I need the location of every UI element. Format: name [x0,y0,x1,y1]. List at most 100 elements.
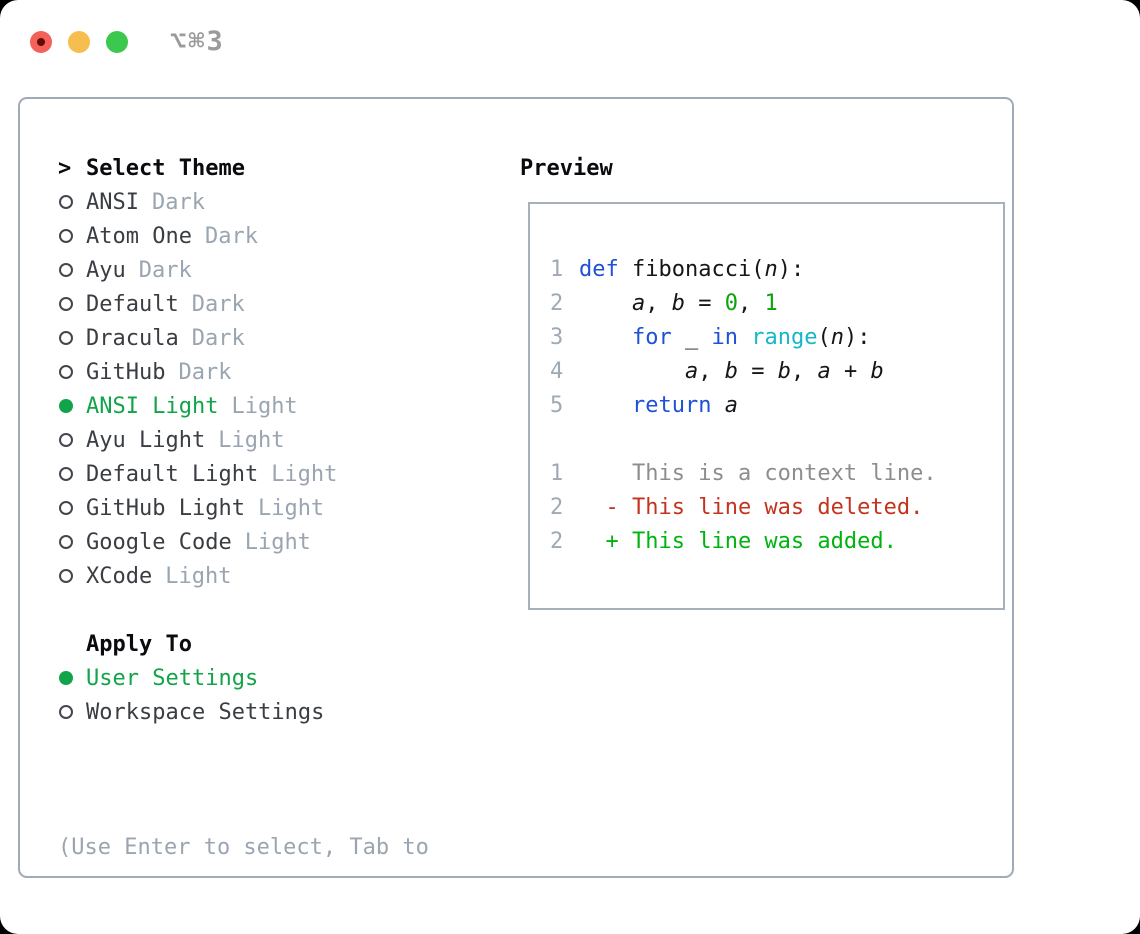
apply-to-option[interactable]: Workspace Settings [58,695,429,729]
radio-unselected-icon [58,525,74,559]
code-token-pl [579,291,632,316]
apply-to-option[interactable]: User Settings [58,661,429,695]
option-variant-label: Dark [191,325,245,351]
code-token-pl: = [684,290,725,316]
option-label: Dracula [86,325,179,351]
theme-option[interactable]: Google Code Light [58,525,429,559]
code-token-var: b [870,358,884,384]
theme-option[interactable]: Default Dark [58,287,429,321]
theme-option[interactable]: Default Light Light [58,457,429,491]
option-variant-label: Light [244,529,311,555]
code-token-kw: in [711,324,738,350]
line-number: 2 [550,290,564,316]
option-variant-label: Light [231,393,298,419]
option-label: Default Light [86,461,259,487]
select-theme-title: Select Theme [86,155,245,181]
option-label: GitHub Light [86,495,245,521]
radio-unselected-icon [58,423,74,457]
radio-selected-icon [58,661,74,695]
option-variant-label: Light [271,461,338,487]
line-number: 2 [550,528,564,554]
radio-unselected-icon [58,491,74,525]
code-token-var: n [830,324,844,350]
apply-to-title: Apply To [86,631,192,657]
option-label: Atom One [86,223,192,249]
code-token-var: b [724,358,738,384]
zoom-button[interactable] [106,30,128,53]
code-token-pl: = [737,358,778,384]
diff-text: + This line was added. [579,528,897,554]
theme-option[interactable]: GitHub Dark [58,355,429,389]
code-token-pl: ( [817,324,831,350]
code-token-pl: , [790,358,818,384]
radio-unselected-icon [58,355,74,389]
apply-to-header: Apply To [58,627,429,661]
radio-selected-icon [58,389,74,423]
option-label: ANSI [86,189,139,215]
preview-header: Preview [520,151,1005,185]
line-number: 4 [550,358,564,384]
theme-option[interactable]: Atom One Dark [58,219,429,253]
option-label: User Settings [86,665,259,691]
code-token-pl: ): [777,256,805,282]
radio-unselected-icon [58,219,74,253]
option-variant-label: Dark [138,257,192,283]
close-button[interactable] [30,30,52,53]
radio-unselected-icon [58,559,74,593]
blank-line [550,422,1003,456]
code-token-kw: return [631,392,712,418]
option-variant-label: Dark [191,291,245,317]
code-token-pl: ): [843,324,871,350]
code-token-var: a [684,358,699,384]
option-label: ANSI Light [86,393,219,419]
code-line: 5 return a [550,388,1003,422]
option-variant-label: Light [218,427,285,453]
option-variant-label: Dark [204,223,258,249]
radio-unselected-icon [58,185,74,219]
code-token-pl [579,359,685,384]
hint-line-1: (Use Enter to select, Tab to [58,835,429,860]
diff-sample: 1 This is a context line.2 - This line w… [550,456,1003,558]
code-token-var: b [671,290,685,316]
code-token-var: n [764,256,778,282]
line-number: 2 [550,494,564,520]
theme-option[interactable]: GitHub Light Light [58,491,429,525]
code-token-pl: , [698,358,725,384]
option-label: Google Code [86,529,232,555]
option-label: GitHub [86,359,166,385]
code-line: 2 a, b = 0, 1 [550,286,1003,320]
code-token-kw: def [579,256,619,282]
code-token-pl [579,393,632,418]
option-variant-label: Light [257,495,325,521]
diff-text: - This line was deleted. [579,494,924,520]
option-label: Default [86,291,179,317]
radio-unselected-icon [58,287,74,321]
option-variant-label: Dark [178,359,232,385]
minimize-button[interactable] [68,30,90,53]
theme-option[interactable]: Dracula Dark [58,321,429,355]
code-token-var: a [724,392,738,418]
code-token-pl [738,325,751,350]
theme-option[interactable]: ANSI Light Light [58,389,429,423]
code-token-fn: range [751,324,818,350]
select-theme-header: > Select Theme [58,151,429,185]
keyboard-hint: (Use Enter to select, Tab to change focu… [58,763,429,934]
code-token-pl: _ [671,324,712,350]
radio-unselected-icon [58,253,74,287]
option-label: Workspace Settings [86,699,325,725]
code-token-pl [579,325,632,350]
code-token-num: 0 [724,290,738,316]
